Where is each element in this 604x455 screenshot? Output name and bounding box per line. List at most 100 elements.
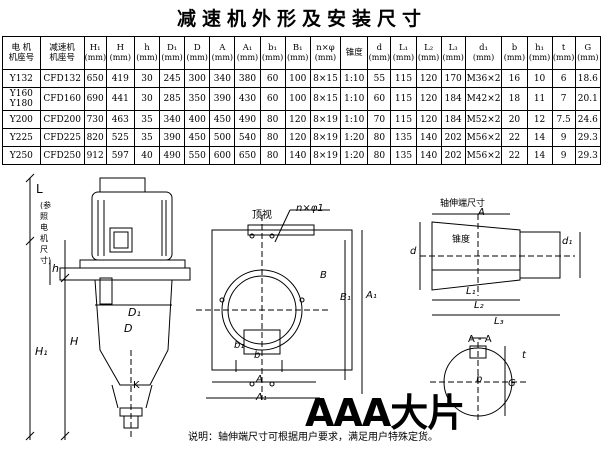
table-cell: 120 [415,87,442,111]
column-header: L₃(mm) [440,36,466,70]
label-H1: H₁ [35,345,48,358]
table-cell: 40 [133,146,161,165]
table-cell: Y200 [2,110,41,129]
table-cell: M56×2 [464,146,503,165]
label-K: K [133,380,140,391]
label-shaft-A: A [478,207,485,218]
table-cell: 18.6 [574,69,602,88]
table-cell: 14 [526,128,553,147]
table-cell: 100 [284,87,311,111]
label-B1: B₁ [340,292,351,303]
table-cell: 202 [440,146,466,165]
table-cell: 1:10 [340,87,369,111]
table-cell: 490 [234,110,261,129]
table-cell: 450 [209,110,236,129]
table-cell: 20.1 [574,87,602,111]
table-cell: Y225 [2,128,41,147]
table-cell: 340 [159,110,186,129]
table-cell: 30 [133,87,161,111]
table-cell: M42×2 [464,87,503,111]
table-cell: 1:20 [340,146,369,165]
table-cell: 140 [284,146,311,165]
table-cell: 29.3 [574,146,602,165]
label-B: B [320,270,327,281]
table-cell: 300 [184,69,211,88]
table-cell: 135 [390,128,417,147]
table-cell: 340 [209,69,236,88]
column-header: h₁(mm) [526,36,553,70]
table-cell: 135 [390,146,417,165]
table-cell: 140 [415,128,442,147]
table-cell: 690 [83,87,107,111]
table-cell: 115 [390,110,417,129]
label-section: A - A [468,334,492,345]
column-header: 减速机 机座号 [39,36,85,70]
label-L1: L₁ [466,286,476,297]
table-cell: 1:10 [340,110,369,129]
table-cell: 60 [367,87,392,111]
table-cell: 35 [133,128,161,147]
column-header: D₁(mm) [159,36,186,70]
label-hole: n×φ1 [296,203,324,214]
table-cell: 11 [526,87,553,111]
shaft-view-caption: 轴伸端尺寸 [440,199,486,209]
table-cell: 380 [234,69,261,88]
table-cell: 350 [184,87,211,111]
column-header: 电 机 机座号 [2,36,41,70]
table-cell: 140 [415,146,442,165]
table-cell: 120 [415,110,442,129]
table-cell: 650 [83,69,107,88]
table-cell: 14 [526,146,553,165]
table-cell: Y250 [2,146,41,165]
label-A: A [256,374,263,385]
column-header: L₁(mm) [390,36,417,70]
table-cell: 650 [234,146,261,165]
label-H: H [70,335,79,348]
table-cell: 597 [105,146,135,165]
table-cell: CFD132 [39,69,85,88]
table-cell: 463 [105,110,135,129]
table-cell: 80 [367,146,392,165]
table-cell: 730 [83,110,107,129]
table-cell: 6 [551,69,576,88]
table-cell: 285 [159,87,186,111]
table-cell: 202 [440,128,466,147]
column-header: B₁(mm) [284,36,311,70]
top-view-caption: 顶视 [252,210,272,221]
table-cell: CFD225 [39,128,85,147]
label-d: d [410,246,417,257]
table-cell: 400 [184,110,211,129]
table-cell: CFD200 [39,110,85,129]
table-cell: 80 [259,128,286,147]
table-cell: 70 [367,110,392,129]
shaft-view-drawing [419,213,581,420]
table-cell: 80 [259,110,286,129]
table-cell: 7.5 [551,110,576,129]
column-header: A₁(mm) [234,36,261,70]
table-cell: 120 [284,128,311,147]
column-header: D(mm) [184,36,211,70]
column-header: b₁(mm) [259,36,286,70]
label-A1-side: A₁ [366,290,377,301]
label-ref: (参照电机尺寸) [40,201,52,265]
label-L3: L₃ [494,316,504,327]
table-cell: 8×15 [309,87,342,111]
table-cell: 170 [440,69,466,88]
table-cell: 120 [415,69,442,88]
page-title: 减速机外形及安装尺寸 [176,8,427,30]
drawings [25,173,581,441]
label-b: b [254,350,261,361]
table-cell: 390 [209,87,236,111]
table-cell: Y132 [2,69,41,88]
label-h: h [52,262,59,275]
table-cell: 22 [501,146,528,165]
table-cell: 80 [259,146,286,165]
column-header: h(mm) [133,36,161,70]
side-view-drawing [25,173,191,441]
table-cell: 8×19 [309,128,342,147]
table-cell: 820 [83,128,107,147]
column-header: b(mm) [501,36,528,70]
